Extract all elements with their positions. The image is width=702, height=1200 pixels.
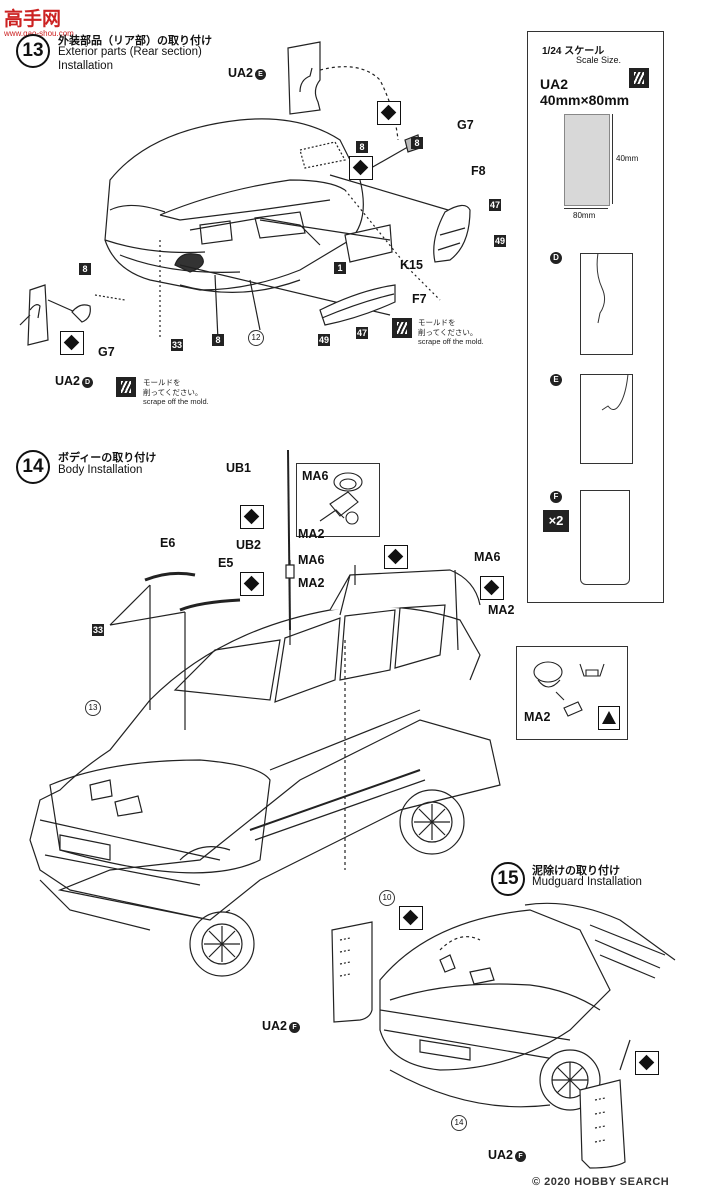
- step-13-number: 13: [16, 34, 50, 68]
- decal-d-cut: [596, 253, 606, 324]
- part-49b: 49: [318, 334, 330, 346]
- decal-e: [580, 374, 633, 464]
- part-8d: 8: [212, 334, 224, 346]
- step-13-title-en-2: Installation: [58, 60, 113, 72]
- body-installation-illustration: [29, 449, 501, 977]
- watermark-site: 高手网: [4, 9, 62, 30]
- cement-icon-13c: [60, 331, 84, 355]
- scale-w-dim: 80mm: [573, 211, 596, 220]
- label-e5: E5: [218, 556, 234, 570]
- scrape-note-right: モールドを 削ってください。 scrape off the mold.: [418, 318, 484, 346]
- cement-icon-15a: [399, 906, 423, 930]
- part-47a: 47: [489, 199, 501, 211]
- scrape-note-left: モールドを 削ってください。 scrape off the mold.: [143, 378, 209, 406]
- label-ma2-detail: MA2: [524, 710, 551, 724]
- label-ma6-c: MA6: [474, 550, 501, 564]
- cement-icon-14c: [240, 572, 264, 596]
- part-33: 33: [171, 339, 183, 351]
- triangle-icon: [598, 706, 620, 730]
- label-g7-top: G7: [457, 118, 474, 132]
- part-47b: 47: [356, 327, 368, 339]
- label-ma2-b: MA2: [298, 576, 325, 590]
- cement-icon-14b: [384, 545, 408, 569]
- label-k15: K15: [400, 258, 423, 272]
- decal-f: [580, 490, 630, 585]
- scale-icon: [629, 68, 649, 88]
- part-33-wiper: 33: [92, 624, 104, 636]
- scale-w-line: [564, 208, 608, 209]
- part-8a: 8: [411, 137, 423, 149]
- scale-h-line: [612, 114, 613, 204]
- step-13-title-ja: 外装部品（リア部）の取り付け: [58, 35, 212, 47]
- part-8b: 8: [356, 141, 368, 153]
- label-e6: E6: [160, 536, 176, 550]
- ref-circle-10: 10: [379, 890, 395, 906]
- part-8c: 8: [79, 263, 91, 275]
- label-ma2-c: MA2: [488, 603, 515, 617]
- step-13-title-en-1: Exterior parts (Rear section): [58, 46, 202, 58]
- step-14-number: 14: [16, 450, 50, 484]
- footer-copyright: © 2020 HOBBY SEARCH: [532, 1176, 670, 1188]
- label-f7: F7: [412, 292, 427, 306]
- rear-section-illustration: [19, 41, 471, 346]
- step-14-title-en: Body Installation: [58, 464, 143, 476]
- step-15-title-en: Mudguard Installation: [532, 876, 642, 888]
- cement-icon-14d: [480, 576, 504, 600]
- scale-panel: 1/24 スケール Scale Size. UA2 40mm×80mm 40mm…: [527, 31, 664, 603]
- label-g7-left: G7: [98, 345, 115, 359]
- mudguard-illustration: [331, 902, 676, 1169]
- marker-d: D: [550, 252, 562, 264]
- watermark-url: www.gao-shou.com: [4, 29, 74, 38]
- label-ma2-a: MA2: [298, 527, 325, 541]
- label-ub1: UB1: [226, 461, 252, 475]
- ref-circle-12: 12: [248, 330, 264, 346]
- label-ma6-b: MA6: [298, 553, 325, 567]
- step-15-title-ja: 泥除けの取り付け: [532, 865, 620, 877]
- ma2-detail-drawing: [533, 661, 605, 717]
- decal-d: [580, 253, 633, 355]
- part-1: 1: [334, 262, 346, 274]
- scale-h-dim: 40mm: [616, 154, 639, 163]
- label-ma6-a: MA6: [302, 469, 329, 483]
- ref-circle-14: 14: [451, 1115, 467, 1131]
- marker-e: E: [550, 374, 562, 386]
- scale-part-name: UA2: [540, 76, 569, 92]
- scale-swatch: [564, 114, 610, 206]
- cement-icon-13a: [377, 101, 401, 125]
- label-f8: F8: [471, 164, 486, 178]
- multiplier-badge: ×2: [543, 510, 569, 532]
- cement-icon-13b: [349, 156, 373, 180]
- step-14-title-ja: ボディーの取り付け: [58, 452, 157, 464]
- cement-icon-15b: [635, 1051, 659, 1075]
- scale-title-en: Scale Size.: [576, 55, 622, 65]
- scale-dims: 40mm×80mm: [540, 92, 630, 108]
- ma6-detail-drawing: [319, 472, 363, 525]
- marker-f: F: [550, 491, 562, 503]
- scrape-mold-icon-left: [116, 377, 136, 397]
- watermark-logo: 高手网 www.gao-shou.com: [4, 4, 74, 38]
- ref-circle-13: 13: [85, 700, 101, 716]
- scale-title-ja: 1/24 スケール: [542, 46, 605, 57]
- step-15-number: 15: [491, 862, 525, 896]
- part-49a: 49: [494, 235, 506, 247]
- cement-icon-14a: [240, 505, 264, 529]
- label-ub2: UB2: [236, 538, 262, 552]
- decal-e-cut: [601, 374, 629, 411]
- scrape-mold-icon-right: [392, 318, 412, 338]
